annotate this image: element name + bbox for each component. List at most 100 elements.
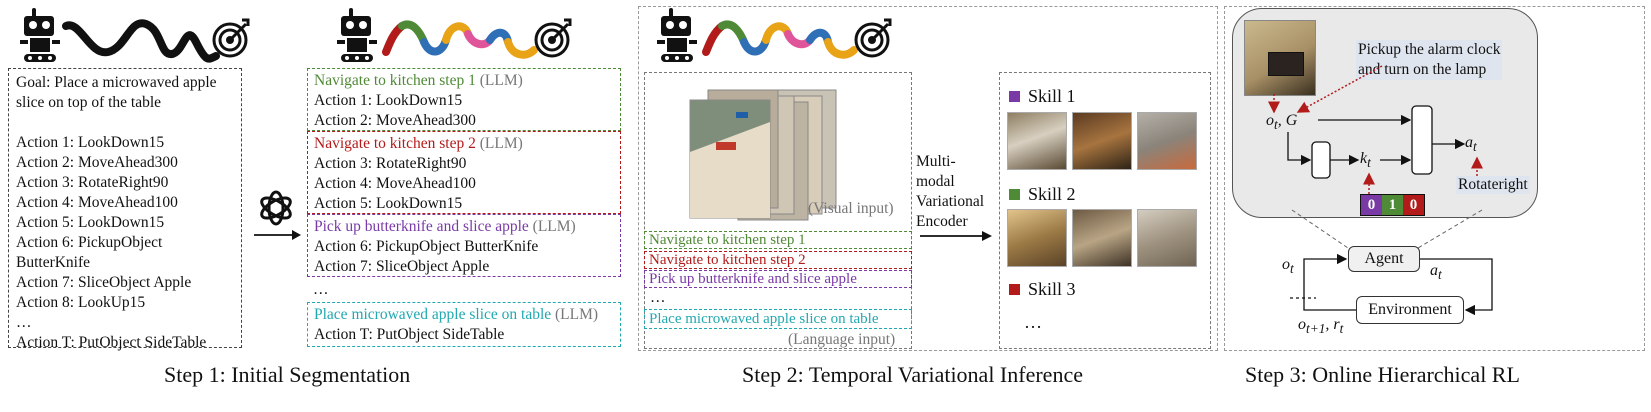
a-symbol: a — [1430, 262, 1438, 279]
step1-caption: Step 1: Initial Segmentation — [164, 362, 411, 387]
instruction-text: Pickup the alarm clock and turn on the l… — [1356, 40, 1503, 80]
skill-label: Skill 3 — [1028, 279, 1076, 299]
segment-title: Navigate to kitchen step 1 — [314, 72, 476, 89]
action-line: Action 2: MoveAhead300 — [16, 154, 178, 171]
action-line: Action 7: SliceObject Apple — [16, 274, 192, 291]
skill-thumbnail — [1137, 209, 1197, 267]
step3-caption: Step 3: Online Hierarchical RL — [1245, 362, 1520, 387]
action-line: Action 4: MoveAhead100 — [16, 194, 178, 211]
action-line: … — [16, 314, 32, 331]
microwave-shape — [1268, 52, 1304, 76]
k-symbol: k — [1360, 150, 1368, 167]
code-bit: 1 — [1382, 195, 1403, 215]
action-line: Action 2: MoveAhead300 — [314, 112, 476, 129]
action-line: Action 5: LookDown15 — [314, 195, 463, 212]
action-line: Action 6: PickupObject — [16, 234, 163, 251]
segment-title: Pick up butterknife and slice apple — [314, 218, 529, 235]
openai-logo-icon — [260, 190, 292, 226]
a-symbol: a — [1465, 134, 1473, 151]
skill-thumbnail — [1137, 112, 1197, 170]
skill-label: Skill 1 — [1028, 86, 1076, 106]
o-subscript: t — [1274, 117, 1278, 133]
language-input-label: (Language input) — [788, 331, 896, 348]
step3-frame — [1224, 6, 1645, 351]
rotate-label: Rotateright — [1456, 176, 1530, 194]
action-label: at — [1465, 134, 1477, 155]
robot-icon — [20, 8, 60, 62]
skill-color-square — [1009, 284, 1020, 295]
skill-latent-label: kt — [1360, 150, 1371, 171]
skill-thumbnail — [1072, 112, 1132, 170]
skill-label: Skill 2 — [1028, 184, 1076, 204]
target-icon — [212, 18, 250, 58]
instruction-line: Pickup the alarm clock — [1358, 41, 1501, 58]
encoder-line: Variational — [916, 193, 985, 210]
trajectory-path-segmented — [382, 20, 538, 59]
goal-text-2: slice on top of the table — [16, 94, 162, 111]
segment-place: Place microwaved apple slice on table (L… — [307, 302, 621, 347]
skill-color-square — [1009, 91, 1020, 102]
step2-frame — [638, 6, 1218, 351]
action-line: Action 7: SliceObject Apple — [314, 258, 490, 275]
o-symbol: o — [1266, 112, 1274, 129]
segment-navigate-2: Navigate to kitchen step 2 (LLM) Action … — [307, 131, 621, 214]
ellipsis: … — [1024, 312, 1042, 332]
a-subscript: t — [1438, 267, 1442, 283]
agent-action-label: at — [1430, 262, 1442, 283]
target-icon — [534, 18, 572, 58]
instruction-line: and turn on the lamp — [1358, 61, 1487, 78]
action-line: Action T: PutObject SideTable — [314, 326, 505, 343]
action-line: Action 3: RotateRight90 — [314, 155, 467, 172]
language-tag-pickup: Pick up butterknife and slice apple — [644, 270, 912, 288]
skill-thumbnail — [1007, 209, 1067, 267]
rl-loop-arrows — [1290, 253, 1493, 316]
encoder-line: Encoder — [916, 213, 968, 230]
action-line: Action 3: RotateRight90 — [16, 174, 169, 191]
skill-1-title: Skill 1 — [1009, 86, 1076, 107]
next-obs-reward-label: ot+1, rt — [1298, 316, 1343, 337]
action-line: Action 8: LookUp15 — [16, 294, 146, 311]
zoom-connector — [1291, 209, 1483, 249]
environment-box: Environment — [1356, 296, 1464, 324]
code-bit: 0 — [1403, 195, 1424, 215]
skill-thumbnail — [1007, 112, 1067, 170]
o-subscript: t — [1290, 261, 1294, 277]
observation-image — [1244, 20, 1316, 96]
o-symbol: o — [1298, 316, 1306, 333]
llm-tag: (LLM) — [532, 218, 576, 235]
obs-label: ot — [1282, 256, 1294, 277]
target-icon — [854, 18, 892, 58]
robot-icon — [337, 8, 377, 62]
agent-box: Agent — [1348, 246, 1420, 272]
action-line: Action 1: LookDown15 — [314, 92, 463, 109]
ellipsis: … — [650, 289, 666, 306]
r-symbol: , r — [1325, 316, 1340, 333]
skill-color-square — [1009, 189, 1020, 200]
g-symbol: , G — [1277, 112, 1298, 129]
visual-input-label: (Visual input) — [808, 200, 894, 217]
action-line: Action 4: MoveAhead100 — [314, 175, 476, 192]
language-tag-navigate-1: Navigate to kitchen step 1 — [644, 231, 912, 249]
skill-2-title: Skill 2 — [1009, 184, 1076, 205]
skill-thumbnail — [1072, 209, 1132, 267]
obs-goal-label: ot, G — [1266, 112, 1297, 133]
arrow-right-icon — [254, 230, 301, 240]
input-box — [644, 72, 912, 349]
skills-box — [999, 72, 1211, 349]
r-subscript: t — [1339, 321, 1344, 337]
skill-code: 0 1 0 — [1360, 194, 1425, 216]
trajectory-path-black — [62, 19, 220, 63]
segment-title: Place microwaved apple slice on table — [314, 306, 552, 323]
step2-caption: Step 2: Temporal Variational Inference — [742, 362, 1083, 387]
segment-title: Navigate to kitchen step 2 — [314, 135, 476, 152]
goal-text-1: Goal: Place a microwaved apple — [16, 74, 217, 91]
code-bit: 0 — [1361, 195, 1382, 215]
robot-icon — [657, 8, 697, 62]
action-line: Action 5: LookDown15 — [16, 214, 165, 231]
arrow-right-icon — [920, 231, 992, 241]
o-subscript: t+1 — [1306, 321, 1326, 337]
language-tag-place: Place microwaved apple slice on table — [644, 309, 912, 329]
ellipsis: … — [313, 281, 329, 298]
action-line: Action T: PutObject SideTable — [16, 334, 207, 351]
encoder-line: modal — [916, 173, 955, 190]
